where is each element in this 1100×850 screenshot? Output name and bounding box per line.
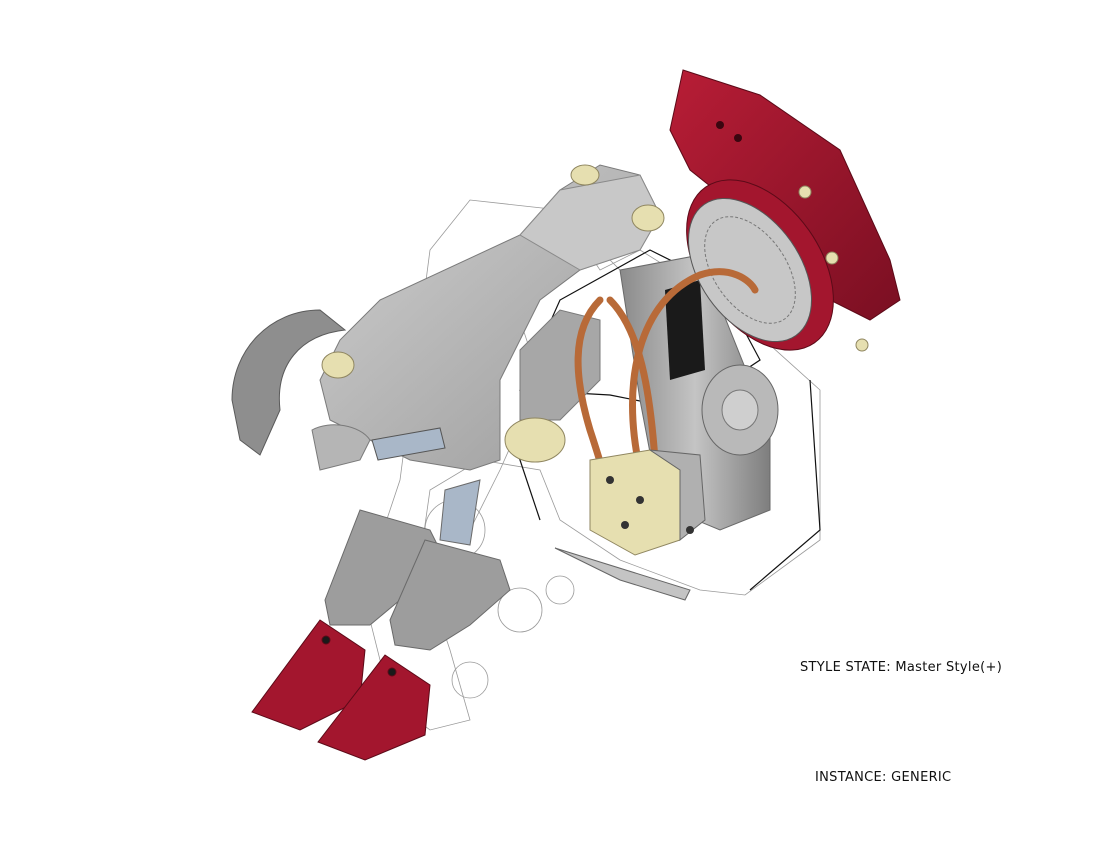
instance-caption: INSTANCE: GENERIC (815, 770, 952, 785)
style-state-caption: STYLE STATE: Master Style(+) (800, 660, 1003, 675)
lower-jaw-teeth (324, 479, 511, 651)
ring-gear (687, 197, 813, 343)
tooth-tip (251, 619, 366, 731)
upper-jaw (231, 309, 446, 471)
pin (570, 164, 600, 186)
pin (631, 204, 665, 232)
tooth-tip (317, 654, 431, 761)
rotator-flange (669, 69, 901, 352)
valve-block (589, 449, 706, 556)
pin (504, 417, 566, 463)
crusher-body (319, 164, 661, 471)
pins (321, 164, 665, 463)
pin (321, 351, 355, 379)
guard-plate (554, 547, 691, 601)
tooth-tips (251, 619, 431, 761)
